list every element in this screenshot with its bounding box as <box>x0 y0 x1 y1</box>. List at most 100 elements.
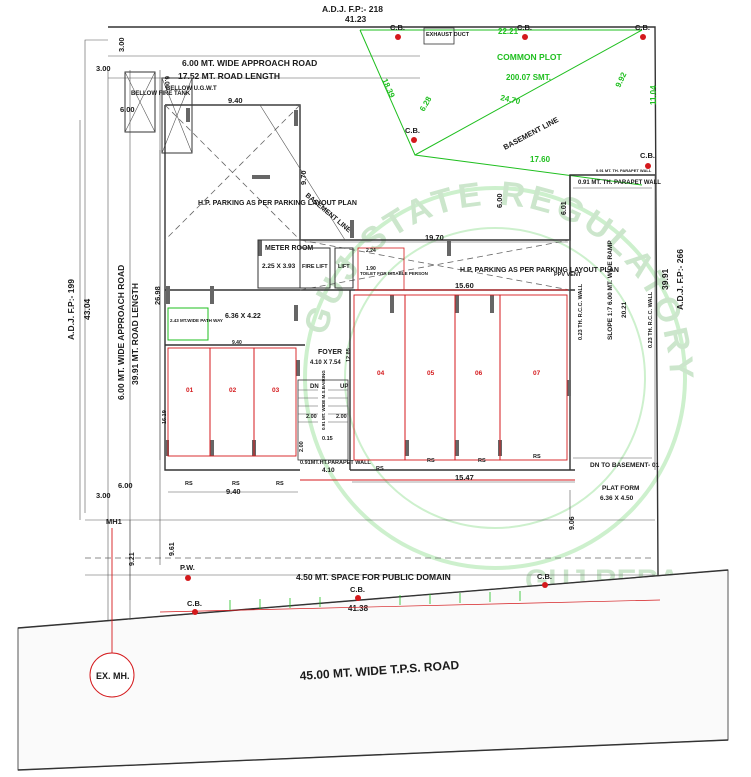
plot-boundary <box>84 26 659 576</box>
pw-marker <box>185 575 191 581</box>
dim-1-90: 1.90 <box>366 266 376 272</box>
common-plot: COMMON PLOT 200.07 SMT. 22.21 18.39 6.28… <box>359 27 658 186</box>
dim-6-00-c: 6.00 <box>495 193 504 208</box>
shop-05: 05 <box>427 370 435 377</box>
dim-4-10: 4.10 <box>322 467 335 474</box>
svg-text:RS: RS <box>232 481 240 487</box>
tps-road: 45.00 MT. WIDE T.P.S. ROAD <box>17 569 729 771</box>
columns <box>165 108 571 456</box>
dim-2-00-c: 2.00 <box>299 441 305 452</box>
basement-line-top: BASEMENT LINE <box>502 115 560 152</box>
right-depth: 39.91 <box>660 268 670 290</box>
plat-form-label: PLAT FORM <box>602 485 639 492</box>
top-width: 41.23 <box>345 14 367 24</box>
top-adj-fp: A.D.J. F.P:- 218 <box>322 4 383 14</box>
lift-label: LIFT <box>338 264 350 270</box>
dim-9-06: 9.06 <box>569 516 576 530</box>
dim-9-40-c: 9.40 <box>232 340 242 346</box>
green-dim-4: 24.70 <box>500 93 522 106</box>
catch-basin: C.B. <box>350 585 365 601</box>
svg-text:C.B.: C.B. <box>187 599 202 608</box>
dim-26-98: 26.98 <box>153 286 162 305</box>
basement-ramp: 0.91 MT. TH. PARAPET WALL 0.91 MT. TH. P… <box>573 168 661 502</box>
rs-labels: RS RS RS RS RS RS RS <box>185 454 541 487</box>
catch-basin: C.B. <box>640 151 655 169</box>
hp-parking-left: H.P. PARKING AS PER PARKING LAYOUT PLAN <box>198 200 357 207</box>
dim-12-85: 12.85 <box>346 348 352 362</box>
catch-basin: C.B. <box>390 23 405 40</box>
exhaust-label: EXHAUST DUCT <box>426 32 470 38</box>
foyer-label: FOYER <box>318 349 342 356</box>
green-dim-5: 9.92 <box>614 70 629 88</box>
mh1-label: MH1 <box>106 517 122 526</box>
dim-2-00-b: 2.00 <box>336 414 347 420</box>
plat-form-dim: 6.36 X 4.50 <box>600 495 634 502</box>
path-way-box <box>167 307 209 341</box>
dim-41-38: 41.38 <box>348 604 369 613</box>
green-dim-3: 6.28 <box>418 95 434 113</box>
svg-text:C.B.: C.B. <box>537 572 552 581</box>
tree-row <box>229 591 521 610</box>
pw-label: P.W. <box>180 563 195 572</box>
shop-02: 02 <box>229 387 237 394</box>
catch-basin: C.B. <box>517 23 532 40</box>
svg-text:RS: RS <box>427 458 435 464</box>
catch-basins: C.B. C.B. C.B. C.B. C.B. C.B. C.B. C.B. <box>187 23 655 615</box>
dim-9-40-a: 9.40 <box>228 96 243 105</box>
rcc-wall-right: 0.23 TH. R.C.C. WALL <box>648 291 654 348</box>
svg-text:C.B.: C.B. <box>350 585 365 594</box>
toilet-label: TOILET FOR DISABLE PERSON <box>360 271 428 276</box>
parapet-small: 0.91 MT. TH. PARAPET WALL <box>596 168 652 173</box>
bellow-tanks: BELLOW FIRE TANK BELLOW U.G.W.T <box>124 71 217 154</box>
dim-0-15: 0.15 <box>322 436 333 442</box>
meter-room-label: METER ROOM <box>265 245 313 252</box>
dim-6-01: 6.01 <box>561 201 568 215</box>
left-road-label: 6.00 MT. WIDE APPROACH ROAD <box>116 265 126 400</box>
left-approach-road: 6.00 MT. WIDE APPROACH ROAD 39.91 MT. RO… <box>66 70 161 620</box>
dim-2-00-a: 2.00 <box>306 414 317 420</box>
svg-text:RS: RS <box>276 481 284 487</box>
foyer-dim: 4.10 X 7.54 <box>310 360 341 366</box>
fire-lift-label: FIRE LIFT <box>302 264 328 270</box>
green-dim-2: 18.39 <box>380 77 397 99</box>
svg-text:C.B.: C.B. <box>517 23 532 32</box>
bellow-ugwt: BELLOW U.G.W.T <box>166 86 217 92</box>
top-road-length: 17.52 MT. ROAD LENGTH <box>178 71 280 81</box>
svg-text:C.B.: C.B. <box>390 23 405 32</box>
foyer-stair: FOYER 4.10 X 7.54 DN UP 0.91 MT. WIDE M.… <box>297 348 371 474</box>
dimension-lines <box>129 104 575 600</box>
dim-19-70: 19.70 <box>425 233 444 242</box>
service-core: METER ROOM 2.25 X 3.93 FIRE LIFT LIFT TO… <box>257 239 582 291</box>
shop-01: 01 <box>186 387 194 394</box>
top-road-label: 6.00 MT. WIDE APPROACH ROAD <box>182 58 317 68</box>
common-plot-area: 200.07 SMT. <box>506 73 551 82</box>
ramp-label: SLOPE 1:7 6.00 MT. WIDE RAMP <box>607 240 614 340</box>
stair-dn: DN <box>310 384 319 390</box>
shop-06: 06 <box>475 370 483 377</box>
ex-mh-label: EX. MH. <box>96 671 130 681</box>
dim-6-00-d: 6.00 <box>118 481 133 490</box>
dim-3-00-b: 3.00 <box>96 491 111 500</box>
svg-text:RS: RS <box>478 458 486 464</box>
dim-3-00-v: 3.00 <box>117 37 126 52</box>
path-way-label: 2.43 MT.WIDE PATH WAY <box>170 318 223 323</box>
parapet-top: 0.91 MT. TH. PARAPET WALL <box>578 180 661 186</box>
shop-03: 03 <box>272 387 280 394</box>
catch-basin: C.B. <box>405 126 420 143</box>
svg-text:C.B.: C.B. <box>405 126 420 135</box>
dim-3-00-h: 3.00 <box>96 64 111 73</box>
left-adj-fp: A.D.J. F.P:- 199 <box>66 279 76 340</box>
dim-9-40-b: 9.40 <box>226 487 241 496</box>
hall-dim: 6.36 X 4.22 <box>225 313 261 320</box>
catch-basin: C.B. <box>537 572 552 588</box>
green-dim-1: 22.21 <box>498 27 519 36</box>
dimension-texts: 3.00 3.00 6.00 6.00 9.40 9.70 19.70 15.6… <box>96 37 576 566</box>
ppv-vent-label: PPV VENT <box>554 272 582 278</box>
ms-bairing: 0.91 MT. WIDE M.S.BAIRING <box>321 370 326 430</box>
green-dim-7: 17.60 <box>530 155 551 164</box>
left-road-length: 39.91 MT. ROAD LENGTH <box>130 283 140 385</box>
bellow-fire-tank: BELLOW FIRE TANK <box>131 91 191 97</box>
svg-text:C.B.: C.B. <box>635 23 650 32</box>
parapet-bottom: 0.91MT.HT.PARAPET WALL <box>300 460 371 466</box>
top-approach-road: 6.00 MT. WIDE APPROACH ROAD 17.52 MT. RO… <box>108 55 420 81</box>
